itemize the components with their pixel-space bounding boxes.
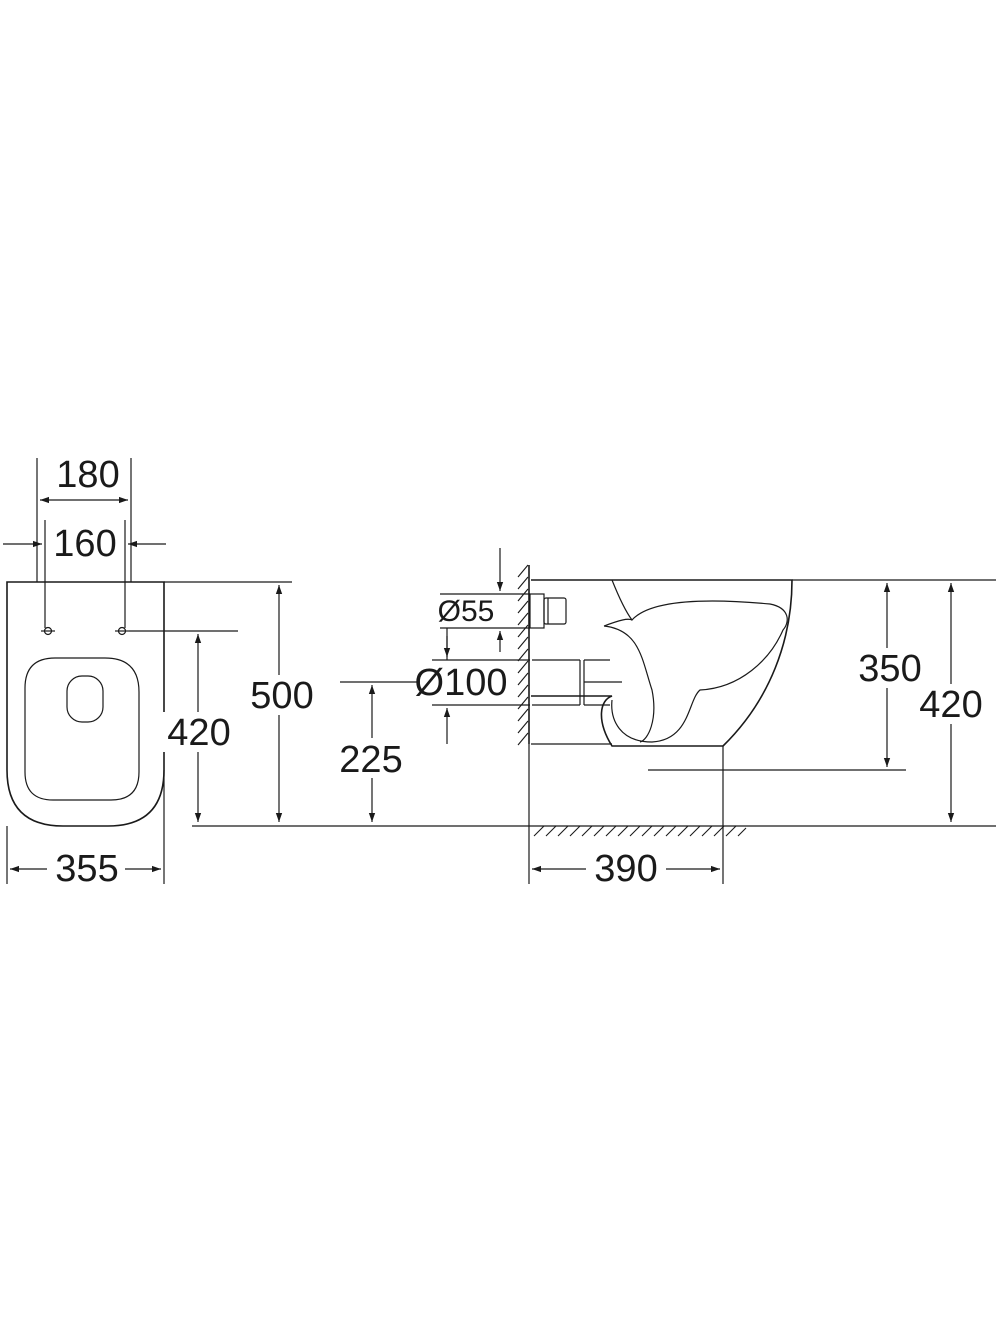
top-view: 180 160 420 500 355 — [3, 454, 320, 890]
dim-500-label: 500 — [250, 675, 313, 717]
dim-355-label: 355 — [55, 848, 118, 890]
drain-hole-top — [66, 675, 104, 723]
bowl-outline-side — [531, 579, 793, 747]
dim-350-label: 350 — [858, 648, 921, 690]
dim-180-label: 180 — [56, 454, 119, 496]
dim-55-label: Ø55 — [438, 595, 495, 628]
fixing-hole-right — [115, 626, 129, 636]
side-view: Ø55 Ø100 225 350 420 390 — [330, 548, 996, 890]
bowl-opening-top — [24, 657, 140, 801]
dim-420-side-label: 420 — [919, 684, 982, 726]
dim-390-label: 390 — [594, 848, 657, 890]
dim-100-label: Ø100 — [415, 662, 508, 704]
fixing-hole-left — [41, 626, 55, 636]
dim-225-label: 225 — [339, 739, 402, 781]
bowl-outline-top — [6, 581, 165, 827]
dim-420-top-label: 420 — [167, 712, 230, 754]
dim-160-label: 160 — [53, 523, 116, 565]
water-inlet-fitting — [529, 593, 567, 629]
floor-hatching — [533, 825, 747, 837]
bowl-interior — [611, 579, 788, 743]
wall-hatching — [517, 564, 529, 746]
